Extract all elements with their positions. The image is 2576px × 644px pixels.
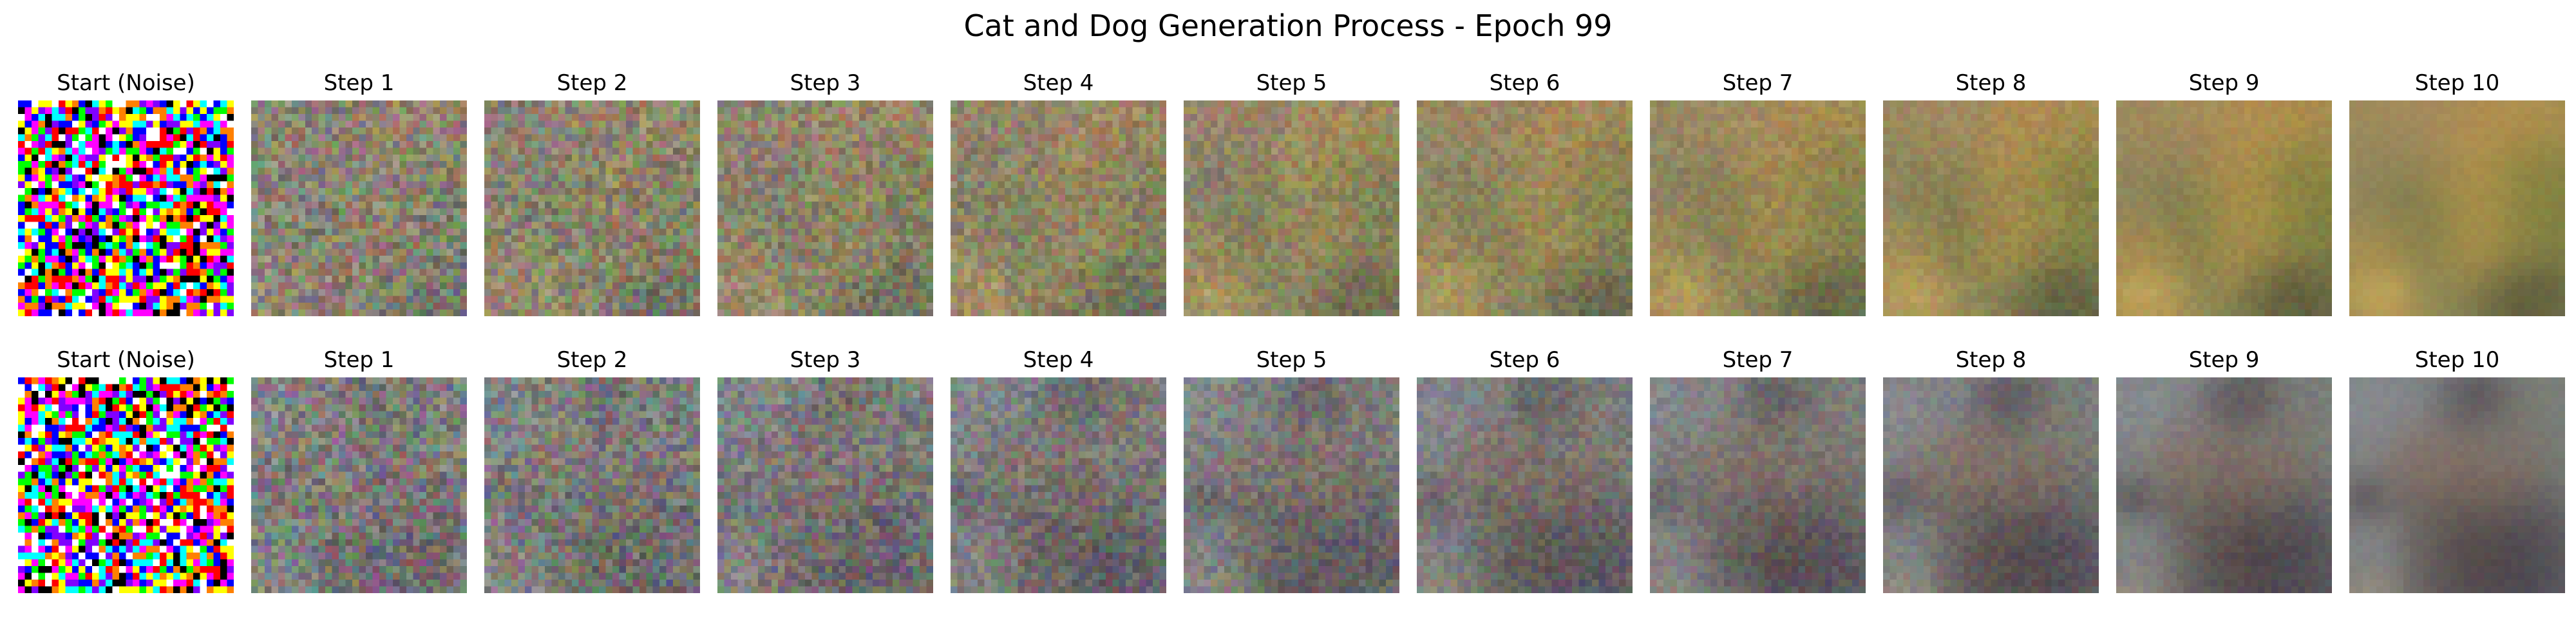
generated-image (1184, 377, 1399, 593)
panel-title: Step 10 (2414, 347, 2500, 373)
panel-title: Step 5 (1256, 70, 1327, 96)
generated-image (951, 100, 1166, 316)
panel-title: Step 9 (2188, 70, 2260, 96)
generated-image (1650, 377, 1866, 593)
panel-title: Step 7 (1722, 347, 1794, 373)
panel-title: Step 1 (323, 347, 395, 373)
generated-image (717, 377, 933, 593)
panel-title: Step 3 (790, 70, 861, 96)
generated-image (1184, 100, 1399, 316)
figure-title: Cat and Dog Generation Process - Epoch 9… (963, 8, 1613, 43)
panel-title: Step 2 (556, 70, 628, 96)
panel-title: Start (Noise) (57, 70, 195, 96)
panel-title: Step 3 (790, 347, 861, 373)
panel-title: Step 5 (1256, 347, 1327, 373)
generated-image (251, 377, 467, 593)
panel-title: Start (Noise) (57, 347, 195, 373)
generated-image (1650, 100, 1866, 316)
generated-image (2349, 377, 2565, 593)
generated-image (1883, 100, 2099, 316)
panel-title: Step 8 (1955, 347, 2027, 373)
panel-title: Step 9 (2188, 347, 2260, 373)
generated-image (484, 377, 700, 593)
panel-title: Step 6 (1489, 70, 1560, 96)
generated-image (2116, 377, 2332, 593)
generated-image (2116, 100, 2332, 316)
panel-title: Step 4 (1023, 70, 1094, 96)
panel-title: Step 7 (1722, 70, 1794, 96)
generated-image (18, 100, 234, 316)
generated-image (2349, 100, 2565, 316)
panel-title: Step 1 (323, 70, 395, 96)
panel-title: Step 2 (556, 347, 628, 373)
panel-title: Step 4 (1023, 347, 1094, 373)
generated-image (1417, 377, 1633, 593)
panel-title: Step 8 (1955, 70, 2027, 96)
generated-image (717, 100, 933, 316)
panel-title: Step 6 (1489, 347, 1560, 373)
panel-title: Step 10 (2414, 70, 2500, 96)
generated-image (251, 100, 467, 316)
generated-image (1883, 377, 2099, 593)
generated-image (951, 377, 1166, 593)
generated-image (1417, 100, 1633, 316)
generated-image (18, 377, 234, 593)
generated-image (484, 100, 700, 316)
